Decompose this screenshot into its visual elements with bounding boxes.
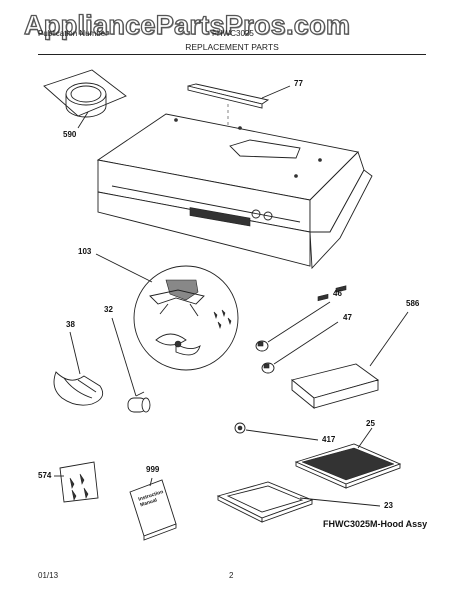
leader-23 [299,497,381,507]
part-47-switch [261,362,275,374]
part-999-instruction-manual [129,479,177,541]
leader-32 [111,317,137,397]
leader-590 [77,111,89,129]
callout-417: 417 [322,435,336,444]
range-hood-body [96,113,373,270]
page-title: REPLACEMENT PARTS [185,42,279,52]
callout-103: 103 [78,247,92,256]
callout-47: 47 [343,313,352,322]
callout-23: 23 [384,501,393,510]
leader-999 [149,477,153,487]
part-77-bracket [187,83,270,109]
callout-25: 25 [366,419,375,428]
watermark-logo: AppliancePartsPros.com [23,10,351,40]
leader-417 [245,429,319,441]
footer-date: 01/13 [38,571,59,580]
publication-label: Publication Number [38,29,108,38]
mounting-screws [213,309,232,329]
leader-103 [95,253,153,283]
part-590-duct-collar [43,69,127,118]
part-25-grease-filter [294,443,402,489]
footer-page-number: 2 [229,571,234,580]
leader-77 [261,85,291,99]
leader-38 [69,331,81,375]
model-label: FHWC3025 [212,29,254,38]
callout-38: 38 [66,320,75,329]
callout-590: 590 [63,130,77,139]
leader-46 [267,301,331,343]
part-417-knob [234,422,246,434]
part-103-blower-motor [149,279,205,317]
fan-blade [155,333,201,356]
callout-574: 574 [38,471,52,480]
part-38-socket-bracket [53,371,104,406]
leader-25 [357,427,373,449]
callout-999: 999 [146,465,160,474]
assembly-caption: FHWC3025M-Hood Assy [323,519,428,529]
callout-32: 32 [104,305,113,314]
callout-586: 586 [406,299,420,308]
part-46-switch [255,340,269,352]
leader-47 [273,321,339,365]
callout-46: 46 [333,289,342,298]
part-23-light-lens [216,481,314,523]
header-rule [38,54,426,55]
blower-detail-circle [133,265,239,371]
part-32-capacitor [127,391,151,413]
part-586-light-tray [291,285,380,409]
callout-77: 77 [294,79,303,88]
part-574-hardware-bag [59,461,99,503]
leader-586 [369,311,409,367]
